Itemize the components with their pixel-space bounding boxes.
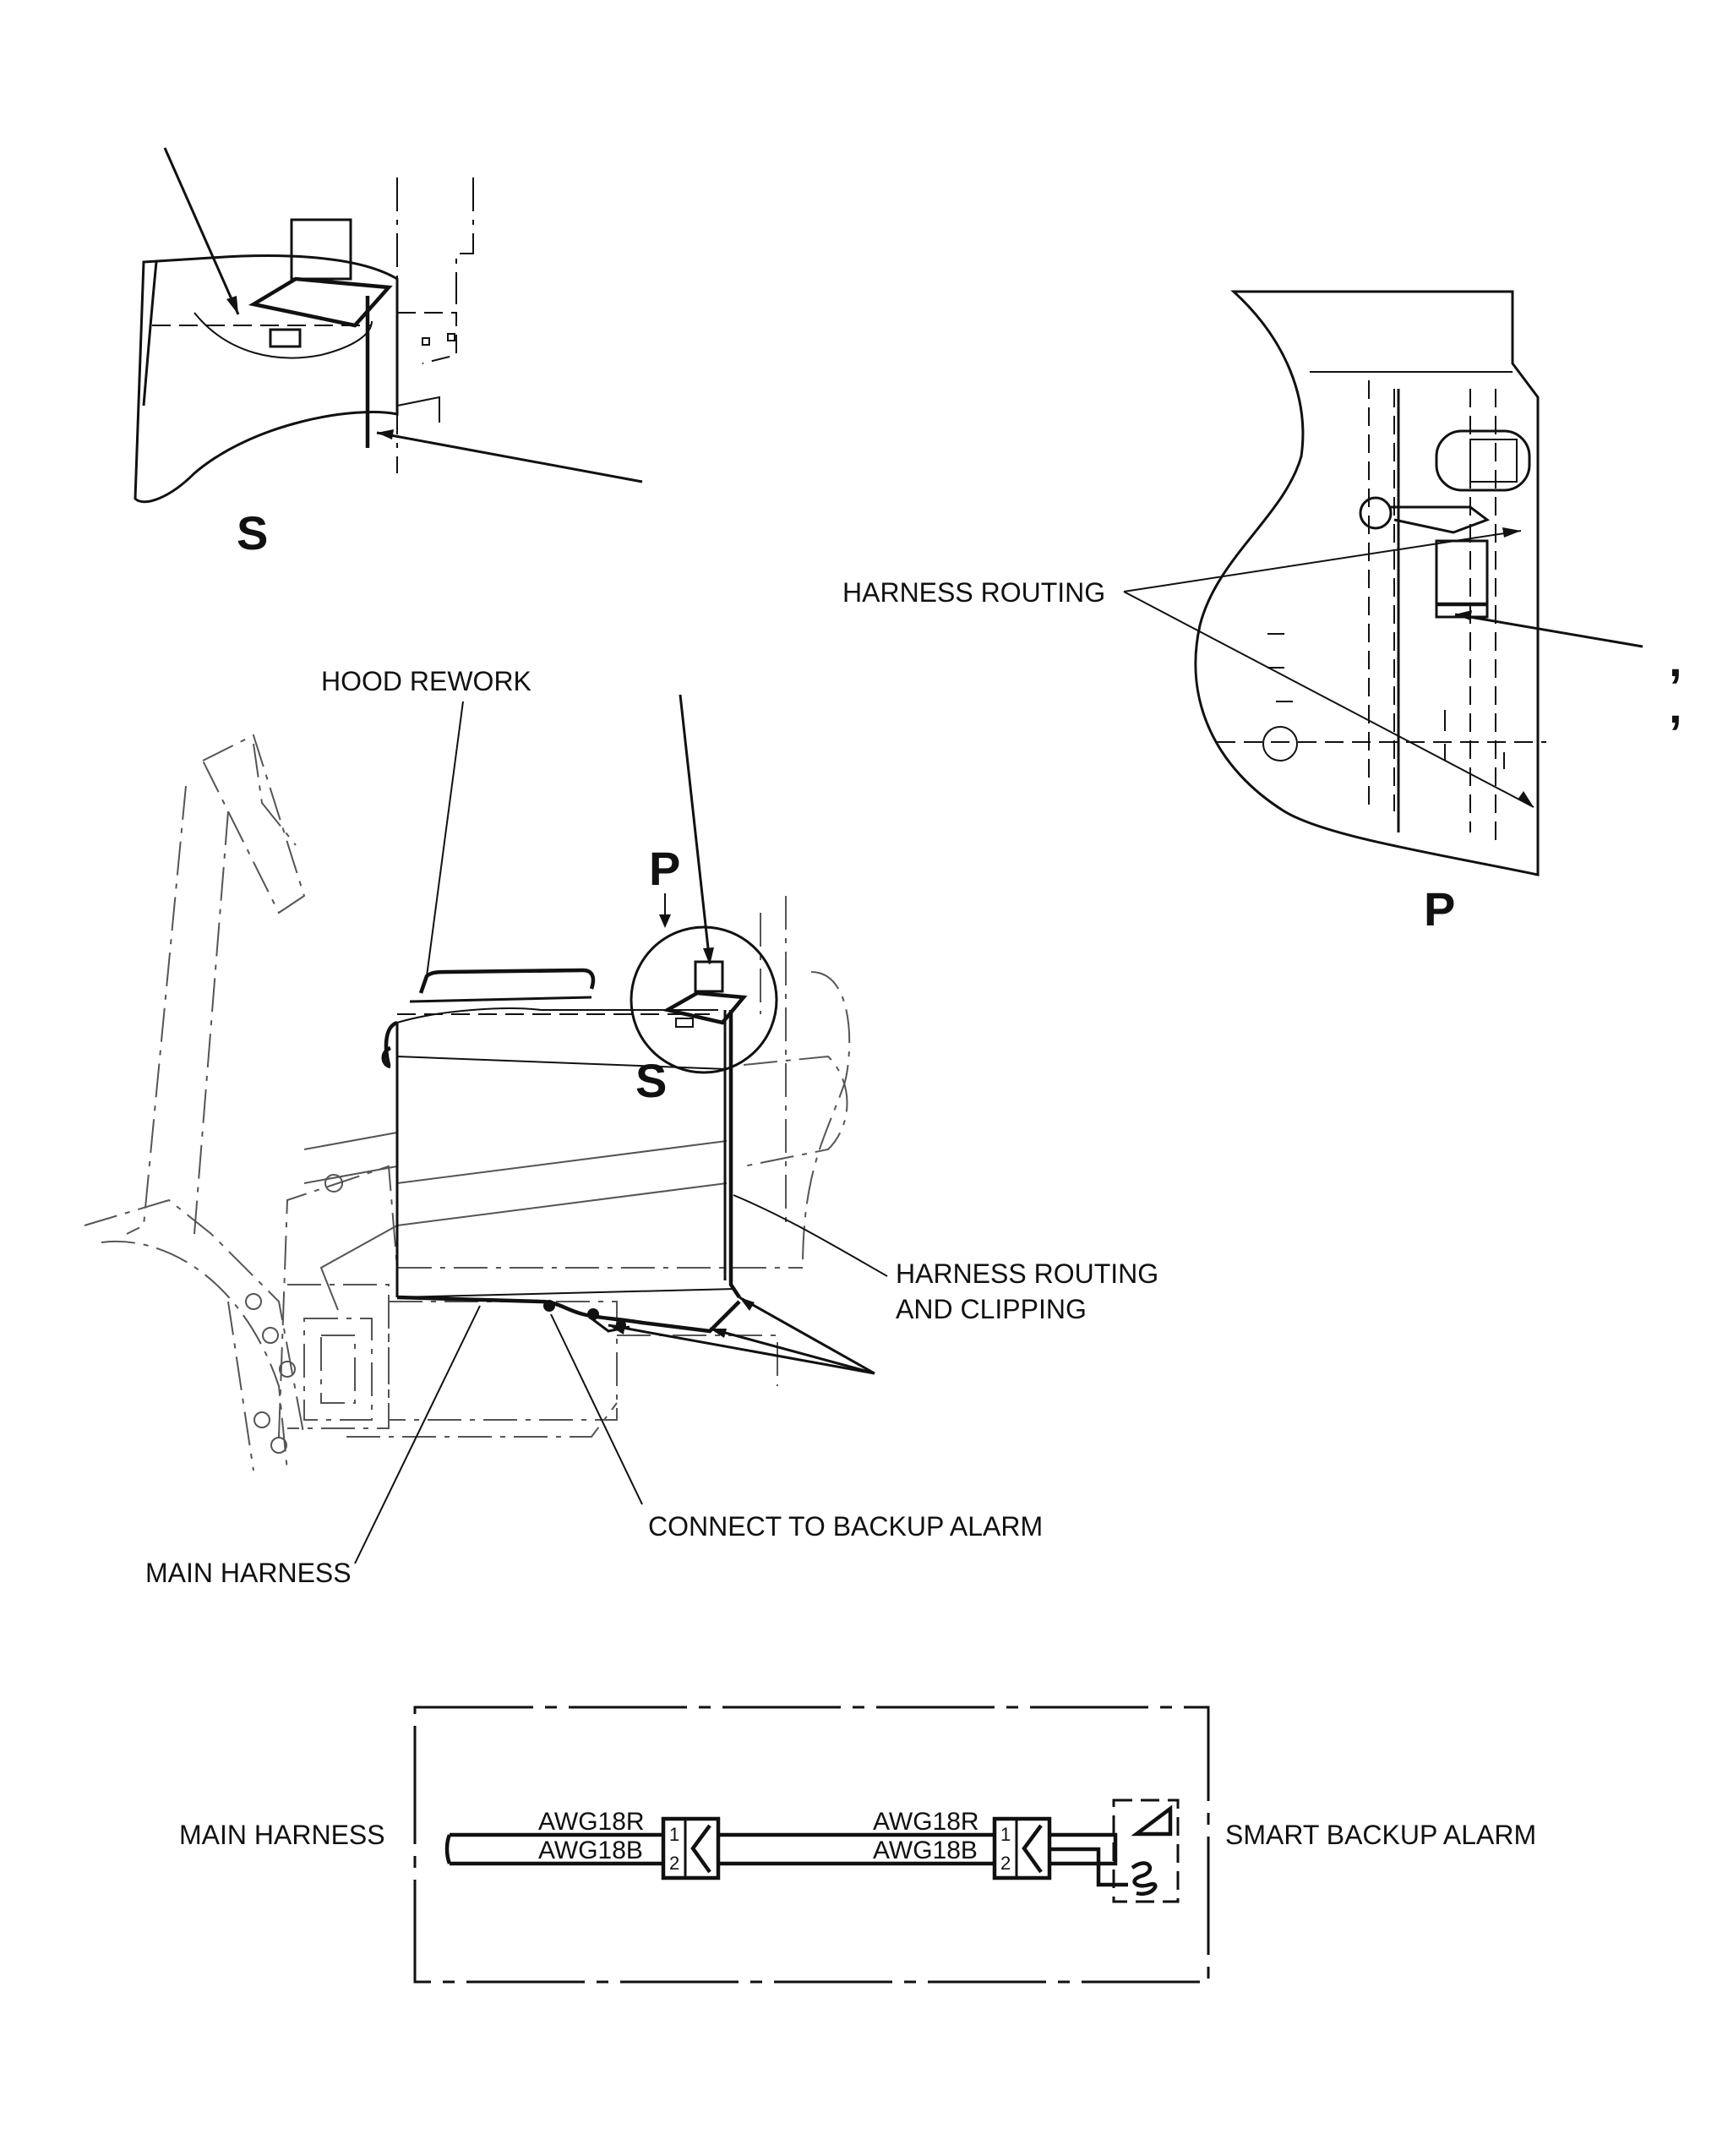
detail-s-view: S bbox=[134, 147, 643, 559]
main-view-p-label: P bbox=[649, 842, 680, 895]
harness-routing-clipping-label-1: HARNESS ROUTING bbox=[896, 1258, 1158, 1289]
connector-left bbox=[661, 1816, 721, 1880]
detail-p-comma-2: , bbox=[1669, 680, 1682, 733]
detail-p-label: P bbox=[1424, 882, 1455, 936]
schematic-frame bbox=[413, 1706, 1210, 1984]
wire-left-1: AWG18R bbox=[538, 1808, 645, 1836]
main-view-s-label: S bbox=[635, 1054, 667, 1107]
alarm-coil-icon bbox=[1131, 1861, 1158, 1897]
main-harness-label: MAIN HARNESS bbox=[145, 1558, 352, 1588]
connector-right-pin-1: 1 bbox=[1000, 1824, 1011, 1845]
detail-s-label: S bbox=[237, 506, 268, 559]
schematic-main-harness-label: MAIN HARNESS bbox=[179, 1820, 385, 1850]
wire-right-1: AWG18R bbox=[873, 1808, 979, 1836]
hood-rework-label: HOOD REWORK bbox=[321, 666, 531, 696]
connector-right-pin-2: 2 bbox=[1000, 1853, 1011, 1874]
main-view: P S HOOD REWORK HARNESS ROUTING AND CLIP… bbox=[84, 666, 1158, 1588]
detail-p-harness-routing-label: HARNESS ROUTING bbox=[842, 577, 1105, 608]
wire-right-2: AWG18B bbox=[873, 1837, 978, 1864]
connector-left-pin-1: 1 bbox=[669, 1824, 679, 1845]
backup-alarm-device bbox=[1112, 1798, 1180, 1903]
wire-left-2: AWG18B bbox=[538, 1837, 643, 1864]
wiring-schematic: MAIN HARNESS SMART BACKUP ALARM AWG18R A… bbox=[179, 1706, 1536, 1984]
alarm-horn-icon bbox=[1131, 1804, 1173, 1837]
detail-p-comma-1: , bbox=[1669, 633, 1682, 686]
schematic-smart-backup-alarm-label: SMART BACKUP ALARM bbox=[1225, 1820, 1536, 1850]
connect-backup-alarm-label: CONNECT TO BACKUP ALARM bbox=[648, 1511, 1043, 1542]
connector-left-pin-2: 2 bbox=[669, 1853, 679, 1874]
harness-routing-clipping-label-2: AND CLIPPING bbox=[896, 1294, 1087, 1324]
detail-p-view: HARNESS ROUTING , , P bbox=[842, 290, 1682, 936]
